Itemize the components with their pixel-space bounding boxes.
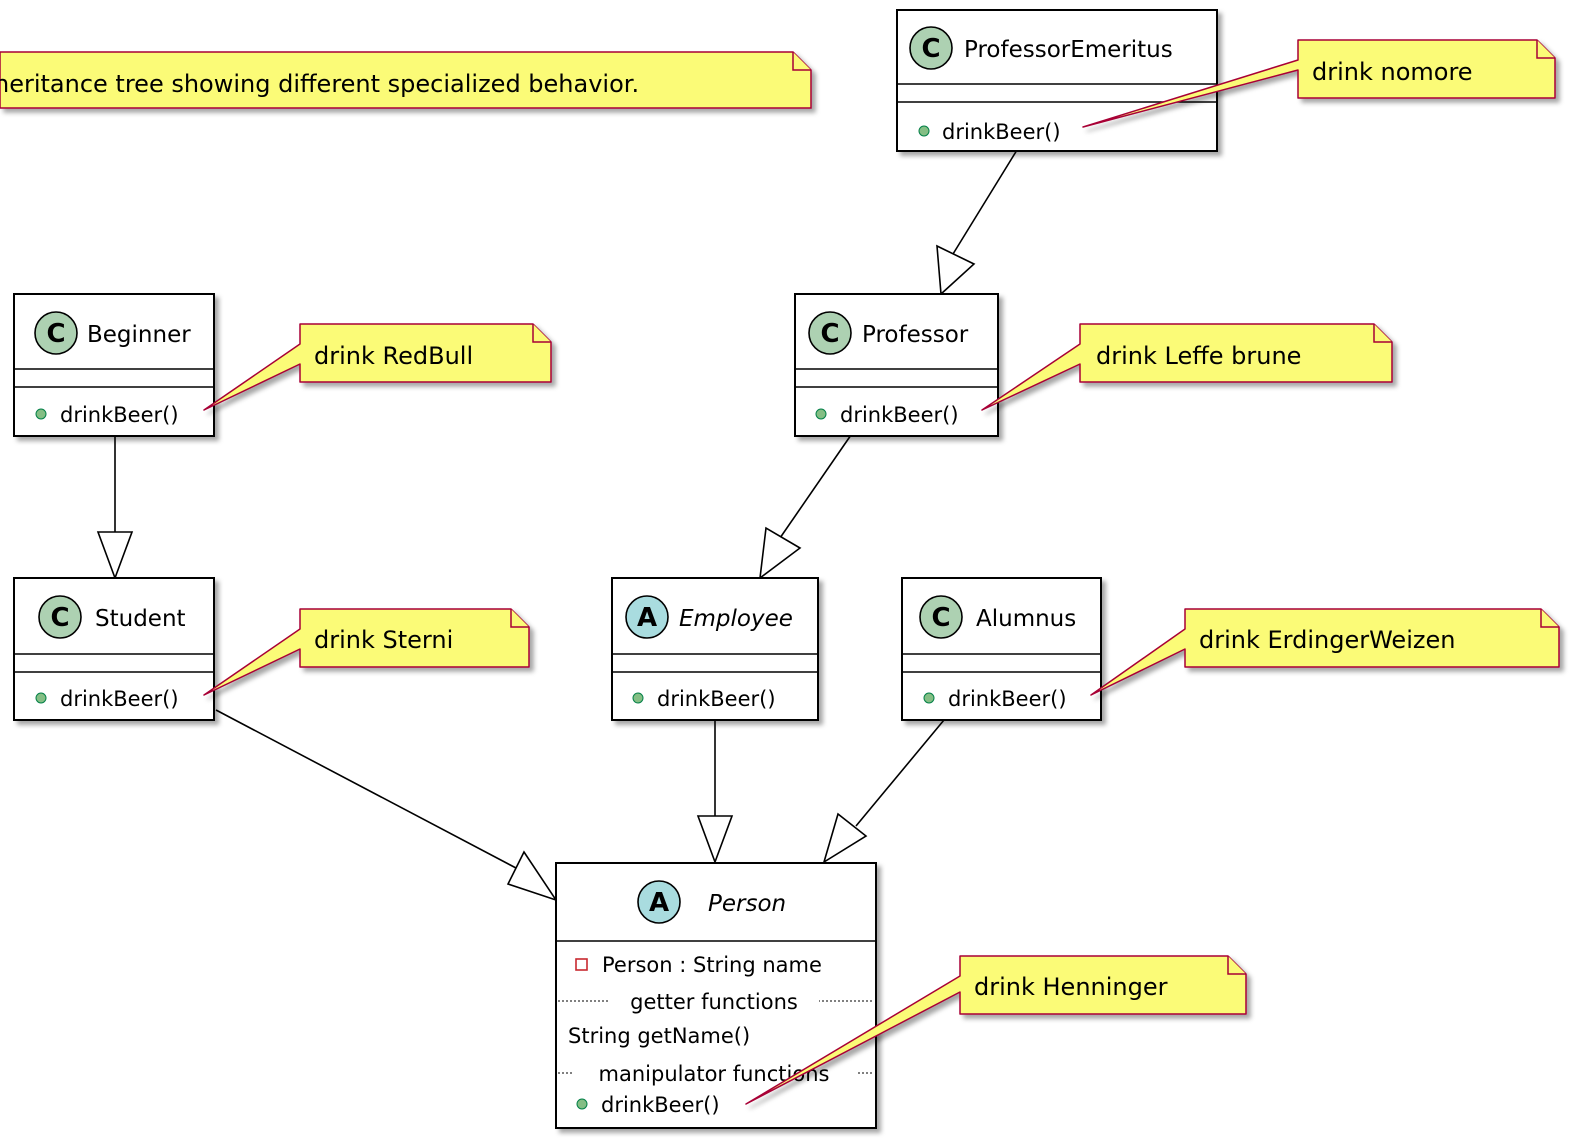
abstract-badge-icon: A <box>625 595 669 639</box>
svg-text:A: A <box>637 603 657 633</box>
svg-text:C: C <box>50 603 69 633</box>
class-name: Student <box>95 606 186 632</box>
class-person[interactable]: A Person Person : String name getter fun… <box>555 862 877 1129</box>
note-leffe: drink Leffe brune <box>981 323 1393 411</box>
note-text: drink Henninger <box>974 973 1168 1001</box>
svg-text:A: A <box>649 888 669 918</box>
class-beginner[interactable]: C Beginner drinkBeer() <box>13 293 215 437</box>
class-badge-icon: C <box>38 595 82 639</box>
class-badge-icon: C <box>909 26 953 70</box>
title-note-text: heritance tree showing different special… <box>0 70 639 98</box>
arrow-professor-emeritus-to-professor <box>936 149 1018 296</box>
method-getname: String getName() <box>568 1024 750 1048</box>
class-name: Person <box>708 891 786 917</box>
public-method-icon <box>923 692 935 704</box>
field-name: Person : String name <box>602 953 822 977</box>
note-text: drink nomore <box>1312 58 1473 86</box>
abstract-badge-icon: A <box>637 880 681 924</box>
class-name: Professor <box>862 322 969 348</box>
class-badge-icon: C <box>34 311 78 355</box>
note-text: drink Leffe brune <box>1096 342 1301 370</box>
note-text: drink RedBull <box>314 342 473 370</box>
public-method-icon <box>35 408 47 420</box>
private-field-icon <box>575 958 588 971</box>
method-drinkbeer: drinkBeer() <box>948 687 1067 711</box>
method-drinkbeer: drinkBeer() <box>601 1093 720 1117</box>
method-drinkbeer: drinkBeer() <box>840 403 959 427</box>
svg-text:C: C <box>820 319 839 349</box>
public-method-icon <box>35 692 47 704</box>
class-badge-icon: C <box>919 595 963 639</box>
method-drinkbeer: drinkBeer() <box>942 120 1061 144</box>
separator-getter: getter functions <box>630 990 798 1014</box>
note-text: drink ErdingerWeizen <box>1199 626 1455 654</box>
svg-text:C: C <box>921 34 940 64</box>
class-name: Employee <box>679 606 793 632</box>
note-henninger: drink Henninger <box>745 955 1247 1105</box>
class-professor-emeritus[interactable]: C ProfessorEmeritus drinkBeer() <box>896 9 1218 152</box>
public-method-icon <box>576 1098 588 1110</box>
separator-manipulator: manipulator functions <box>599 1062 830 1086</box>
arrow-beginner-to-student <box>96 435 134 581</box>
svg-text:C: C <box>46 319 65 349</box>
note-erdinger: drink ErdingerWeizen <box>1090 608 1560 696</box>
class-alumnus[interactable]: C Alumnus drinkBeer() <box>901 577 1102 721</box>
arrow-professor-to-employee <box>758 434 852 580</box>
method-drinkbeer: drinkBeer() <box>60 403 179 427</box>
class-name: Beginner <box>87 322 191 348</box>
class-student[interactable]: C Student drinkBeer() <box>13 577 215 721</box>
method-drinkbeer: drinkBeer() <box>60 687 179 711</box>
public-method-icon <box>815 408 827 420</box>
class-name: ProfessorEmeritus <box>964 37 1173 63</box>
method-drinkbeer: drinkBeer() <box>657 687 776 711</box>
title-note: heritance tree showing different special… <box>0 51 812 109</box>
class-badge-icon: C <box>808 311 852 355</box>
public-method-icon <box>632 692 644 704</box>
note-redbull: drink RedBull <box>203 323 552 411</box>
note-nomore: drink nomore <box>1082 39 1556 128</box>
public-method-icon <box>918 125 930 137</box>
class-employee[interactable]: A Employee drinkBeer() <box>611 577 819 721</box>
arrow-employee-to-person <box>696 720 734 865</box>
arrow-alumnus-to-person <box>822 719 945 864</box>
inheritance-arrows <box>96 149 1018 902</box>
arrow-student-to-person <box>215 709 558 902</box>
note-sterni: drink Sterni <box>203 608 530 696</box>
class-name: Alumnus <box>976 606 1076 632</box>
class-professor[interactable]: C Professor drinkBeer() <box>794 293 999 437</box>
svg-text:C: C <box>931 603 950 633</box>
note-text: drink Sterni <box>314 626 453 654</box>
